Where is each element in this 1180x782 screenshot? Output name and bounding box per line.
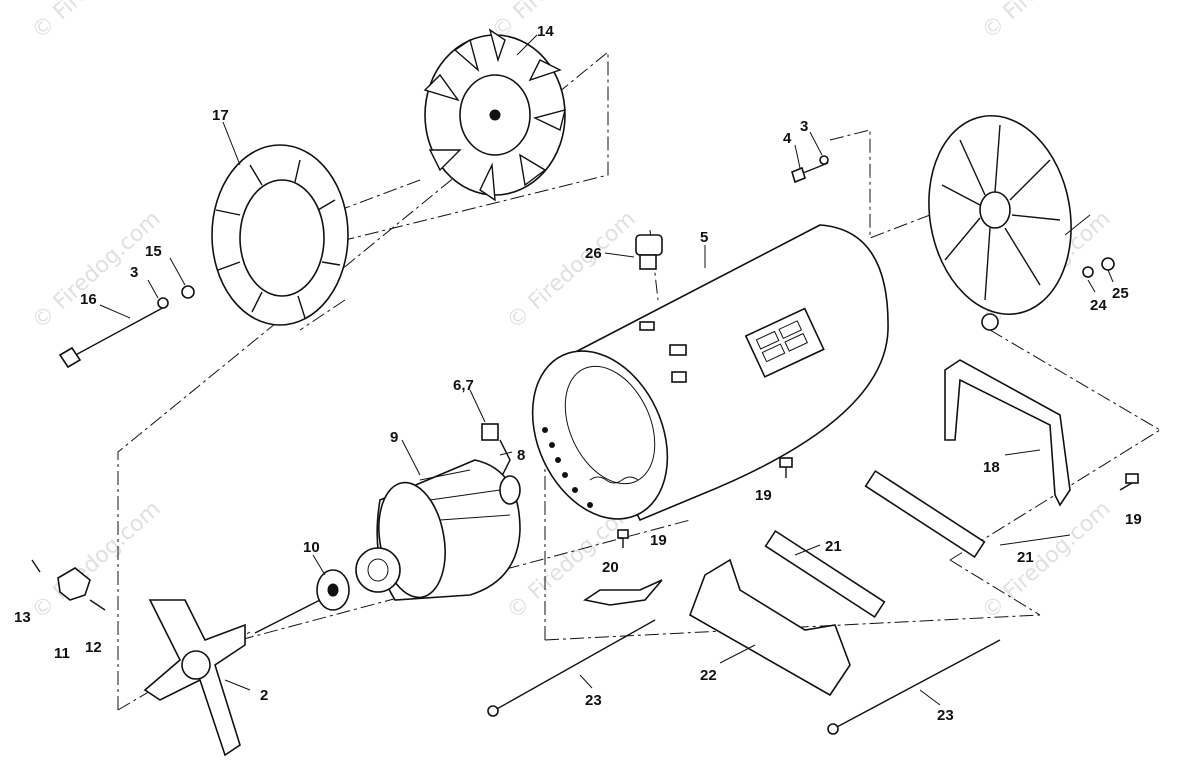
- label-part-9: 9: [390, 429, 398, 446]
- commutator-hub: [355, 547, 401, 593]
- washer-part-3: [819, 155, 829, 165]
- label-part-4: 4: [783, 130, 792, 147]
- bearing-part-10: [316, 569, 350, 611]
- washer-part-15: [181, 285, 195, 299]
- label-part-21: 21: [1017, 549, 1034, 566]
- label-part-8: 8: [517, 447, 525, 464]
- watermark: © Firedog.com: [977, 496, 1115, 624]
- label-part-19: 19: [755, 487, 772, 504]
- shaft-line: [254, 599, 321, 634]
- label-part-19: 19: [1125, 511, 1142, 528]
- label-part-22: 22: [700, 667, 717, 684]
- nut-part-25: [1101, 257, 1115, 271]
- label-part-18: 18: [983, 459, 1000, 476]
- screw-part-19: [617, 529, 629, 548]
- label-part-2: 2: [260, 687, 268, 704]
- washer-part-24: [1082, 266, 1094, 278]
- screw-part-13: [31, 559, 41, 573]
- strap-part-21: [764, 529, 886, 619]
- label-part-3: 3: [130, 264, 138, 281]
- label-part-14: 14: [537, 23, 554, 40]
- label-part-25: 25: [1112, 285, 1129, 302]
- label-part-12: 12: [85, 639, 102, 656]
- watermark: © Firedog.com: [502, 206, 640, 334]
- lead-part-8: [499, 439, 511, 481]
- switch-part-6-7: [481, 423, 499, 441]
- leader-lines: [99, 34, 1114, 706]
- stator-part-9: [376, 459, 521, 601]
- rod-part-23: [487, 619, 656, 717]
- housing-part-5: [531, 224, 889, 522]
- fan-shroud-part-17: [211, 144, 349, 326]
- label-part-5: 5: [700, 229, 708, 246]
- screw-part-19: [1119, 473, 1139, 491]
- bolt-part-16: [58, 304, 169, 369]
- label-part-20: 20: [602, 559, 619, 576]
- strap-part-21: [864, 469, 986, 559]
- label-part-15: 15: [145, 243, 162, 260]
- screw-part-19: [779, 457, 793, 478]
- bracket-part-18: [944, 359, 1071, 507]
- brush-part-12: [89, 599, 106, 611]
- watermark: © Firedog.com: [27, 496, 165, 624]
- clip-part-20: [582, 579, 663, 606]
- watermark: © Firedog.com: [977, 0, 1115, 44]
- label-part-10: 10: [303, 539, 320, 556]
- brush-holder-part-11: [57, 567, 91, 601]
- end-bell: [928, 114, 1072, 316]
- label-part-23: 23: [585, 692, 602, 709]
- label-part-23: 23: [937, 707, 954, 724]
- end-plate-part-2: [143, 599, 246, 757]
- rod-part-23: [827, 639, 1001, 735]
- label-part-19: 19: [650, 532, 667, 549]
- bolt-part-4: [791, 162, 829, 184]
- label-part-3: 3: [800, 118, 808, 135]
- part-labels: 14 17 15 3 16 4 3 5 26 24 25 6,7 8 9 19 …: [14, 23, 1142, 724]
- label-part-26: 26: [585, 245, 602, 262]
- label-part-16: 16: [80, 291, 97, 308]
- label-part-6-7: 6,7: [453, 377, 474, 394]
- label-part-13: 13: [14, 609, 31, 626]
- label-part-21: 21: [825, 538, 842, 555]
- nut: [981, 313, 999, 331]
- watermark: © Firedog.com: [27, 206, 165, 334]
- washer-part-3: [157, 297, 169, 309]
- watermark: © Firedog.com: [27, 0, 165, 44]
- label-part-17: 17: [212, 107, 229, 124]
- base-part-22: [689, 558, 851, 697]
- label-part-11: 11: [54, 645, 70, 662]
- label-part-24: 24: [1090, 297, 1107, 314]
- connector-part-26: [635, 234, 663, 270]
- fan-part-14: [423, 28, 566, 202]
